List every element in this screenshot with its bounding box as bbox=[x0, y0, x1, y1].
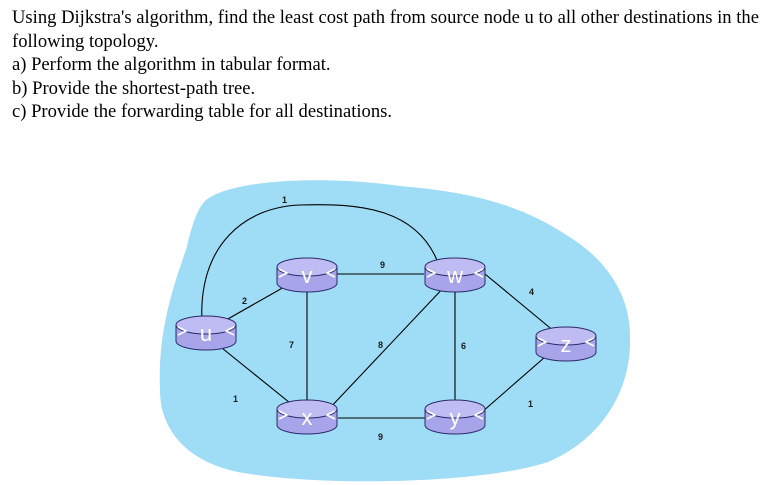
link-x-w bbox=[327, 283, 448, 411]
question-part-c: c) Provide the forwarding table for all … bbox=[12, 101, 393, 122]
link-w-z bbox=[484, 273, 556, 333]
router-y: y bbox=[424, 399, 486, 435]
router-v: v bbox=[276, 257, 338, 293]
router-u: u bbox=[175, 315, 237, 351]
router-w: w bbox=[424, 257, 486, 293]
cost-v-x: 7 bbox=[289, 340, 294, 350]
router-v-label: v bbox=[302, 263, 313, 288]
router-z: z bbox=[535, 326, 597, 362]
link-y-z bbox=[481, 349, 554, 413]
cost-u-v: 2 bbox=[242, 296, 247, 306]
router-x: x bbox=[276, 399, 338, 435]
cost-v-w: 9 bbox=[380, 260, 385, 270]
router-u-label: u bbox=[200, 321, 212, 346]
question-text: Using Dijkstra's algorithm, find the lea… bbox=[12, 6, 782, 124]
edge-costs: 1 2 1 9 7 8 6 4 9 1 bbox=[233, 195, 534, 442]
network-cloud bbox=[159, 180, 631, 482]
question-part-a: a) Perform the algorithm in tabular form… bbox=[12, 54, 331, 75]
cost-u-x: 1 bbox=[233, 394, 238, 404]
router-x-label: x bbox=[302, 405, 313, 430]
link-u-w bbox=[201, 204, 441, 323]
cost-x-y: 9 bbox=[378, 432, 383, 442]
link-u-x bbox=[211, 339, 301, 412]
cost-x-w: 8 bbox=[378, 340, 383, 350]
question-part-b: b) Provide the shortest-path tree. bbox=[12, 77, 256, 99]
cost-y-z: 1 bbox=[528, 399, 533, 409]
router-y-label: y bbox=[450, 405, 461, 430]
cost-w-y: 6 bbox=[461, 341, 466, 351]
router-w-label: w bbox=[446, 263, 463, 288]
cost-u-w: 1 bbox=[282, 195, 287, 205]
cost-w-z: 4 bbox=[529, 287, 534, 297]
router-z-label: z bbox=[561, 332, 572, 357]
question-intro: Using Dijkstra's algorithm, find the lea… bbox=[12, 7, 759, 52]
